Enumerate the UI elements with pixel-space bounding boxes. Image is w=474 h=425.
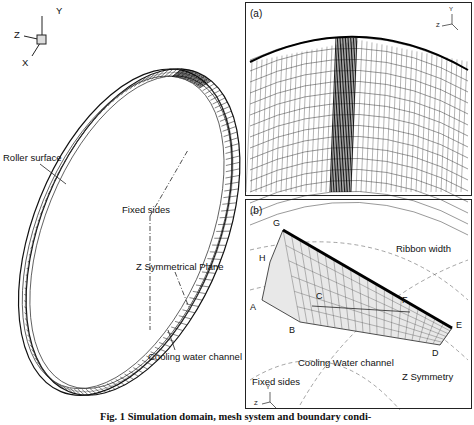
- point-letter: E: [456, 321, 462, 331]
- boundary-label: Fixed sides: [122, 205, 170, 215]
- mesh-closeup: [246, 37, 468, 235]
- axis-label: Y: [449, 6, 453, 13]
- boundary-label: Cooling Water channel: [298, 358, 394, 368]
- axis-label: Z: [254, 400, 258, 407]
- axis-label: Z: [14, 30, 20, 40]
- boundary-label: Roller surface: [3, 153, 62, 163]
- boundary-label: Z Symmetrical Plane: [136, 262, 224, 272]
- point-letter: G: [273, 219, 280, 229]
- boundary-label: Cooling water channel: [148, 352, 242, 362]
- boundary-label: Z Symmetry: [402, 372, 453, 382]
- axis-label: Y: [56, 6, 62, 16]
- axis-label: Z: [436, 22, 440, 29]
- axis-label: X: [22, 58, 28, 68]
- panel-label: (b): [246, 202, 266, 219]
- figure-panel: (a): [245, 2, 472, 196]
- roller-ring: [0, 35, 283, 425]
- axes-symbol: [262, 14, 458, 408]
- leader-lines: [40, 150, 190, 350]
- boundary-label: Fixed sides: [252, 377, 300, 387]
- point-letter: A: [250, 303, 256, 313]
- point-letter: D: [432, 349, 439, 359]
- dimension-label: Ribbon width: [396, 244, 451, 254]
- point-letter: C: [316, 292, 323, 302]
- point-letter: H: [259, 254, 266, 264]
- figure-caption: Fig. 1 Simulation domain, mesh system an…: [100, 411, 371, 423]
- point-letter: F: [402, 296, 408, 306]
- domain-sketch: [250, 230, 468, 410]
- axis-label: Y: [266, 384, 270, 391]
- point-letter: B: [289, 326, 295, 336]
- axes-symbol: [24, 16, 46, 56]
- panel-label: (a): [246, 5, 266, 22]
